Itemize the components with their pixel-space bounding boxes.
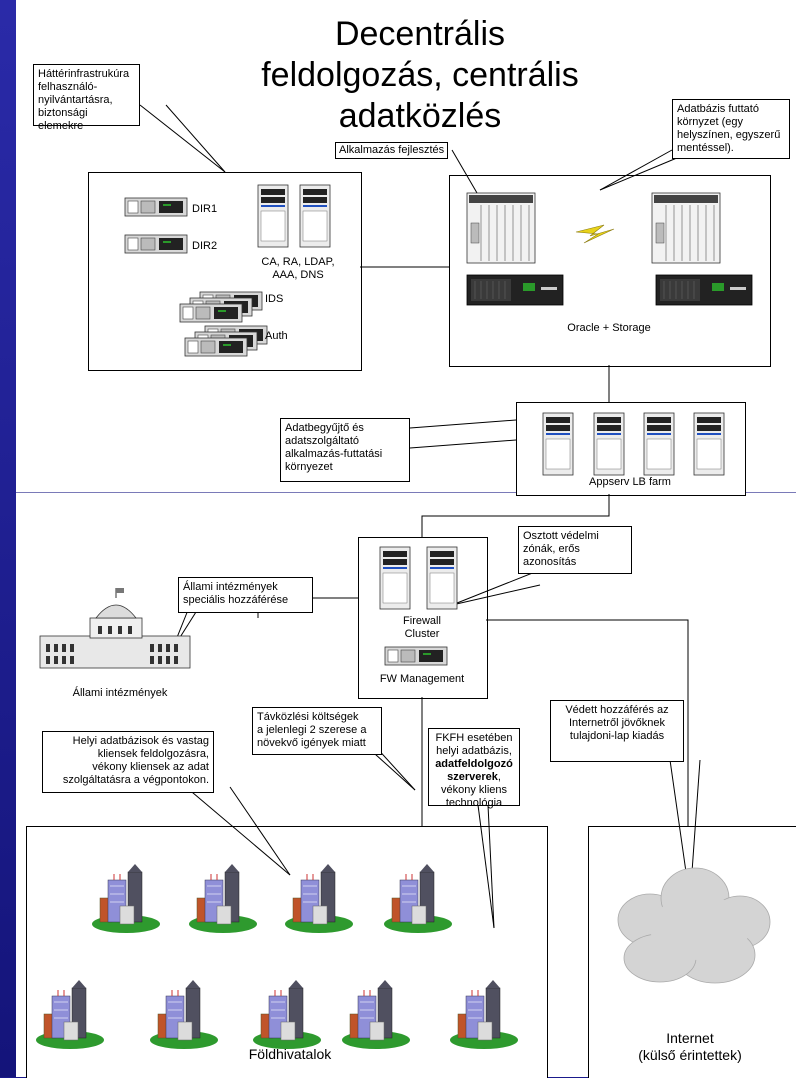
label-dir1: DIR1 <box>192 203 218 215</box>
storage-array-icon-left <box>466 274 564 306</box>
slide-left-band <box>0 0 16 1077</box>
pointer-infra <box>139 104 226 173</box>
firewall-internet-link <box>486 619 689 826</box>
pointer-infra-2 <box>165 104 226 173</box>
note-database-environment: Adatbázis futtató környzet (egy helyszín… <box>672 99 790 159</box>
note-fkfh: FKFH esetében helyi adatbázis, adatfeldo… <box>428 728 520 809</box>
label-ids: IDS <box>265 293 284 305</box>
oracle-rack-icon-left <box>466 192 536 264</box>
land-office-site-icon <box>341 979 411 1050</box>
label-internet: Internet (külső érintettek) <box>638 1030 742 1063</box>
label-oracle-storage: Oracle + Storage <box>567 322 651 334</box>
note-application-development: Alkalmazás fejlesztés <box>335 142 449 159</box>
land-office-site-icon <box>35 979 105 1050</box>
pointer-localdb-2 <box>229 786 291 876</box>
land-office-site-icon <box>188 863 258 934</box>
appserv-server-icon-3 <box>643 412 675 476</box>
label-ca-ra-ldap: CA, RA, LDAP, AAA, DNS <box>261 256 335 281</box>
label-appserv-farm: Appserv LB farm <box>589 476 671 488</box>
label-state-institutions: Állami intézmények <box>72 687 168 699</box>
pointer-collector-2 <box>409 439 517 449</box>
page-title: Decentrális feldolgozás, centrális adatk… <box>210 14 630 137</box>
pointer-distributed-2 <box>451 584 541 606</box>
land-office-site-icon <box>149 979 219 1050</box>
oracle-rack-icon-right <box>651 192 721 264</box>
label-fw-management: FW Management <box>379 673 465 685</box>
title-line-1: Decentrális <box>334 15 506 53</box>
internet-cloud-icon <box>617 867 771 984</box>
ldap-server-icon <box>299 184 331 248</box>
land-office-site-icon <box>91 863 161 934</box>
note-local-databases: Helyi adatbázisok és vastag kliensek fel… <box>42 731 214 793</box>
note-backend-infrastructure: Háttérinfrastrukúra felhasználó- nyilván… <box>33 64 140 132</box>
label-auth: Auth <box>265 330 288 342</box>
state-institution-building-icon <box>39 588 191 669</box>
pointer-fkfh-2 <box>487 804 495 929</box>
note-collector-environment: Adatbegyűjtő és adatszolgáltató alkalmaz… <box>280 418 410 482</box>
note-state-special-access: Állami intézmények speciális hozzáférése <box>178 577 313 613</box>
note-telecom-costs: Távközlési költségek a jelenlegi 2 szere… <box>252 707 382 755</box>
pointer-distributed <box>451 569 541 606</box>
note-distributed-protection: Osztott védelmi zónák, erős azonosítás <box>518 526 632 574</box>
ca-server-icon <box>257 184 289 248</box>
appserv-server-icon-4 <box>693 412 725 476</box>
firewall-server-icon-2 <box>426 546 458 610</box>
label-firewall-cluster: Firewall Cluster <box>403 615 441 640</box>
label-land-offices: Földhivatalok <box>248 1046 332 1062</box>
land-office-site-icon <box>284 863 354 934</box>
pointer-fkfh <box>477 804 495 929</box>
dir1-server-icon <box>124 197 188 217</box>
note-protected-access: Védett hozzáférés az Internetről jövőkne… <box>550 700 684 762</box>
appserv-server-icon-1 <box>542 412 574 476</box>
title-line-3: adatközlés <box>338 97 502 135</box>
appserv-firewall-link <box>421 494 610 537</box>
label-dir2: DIR2 <box>192 240 218 252</box>
land-office-site-icon <box>449 979 519 1050</box>
storage-array-icon-right <box>655 274 753 306</box>
pointer-collector <box>409 419 517 429</box>
land-office-site-icon <box>383 863 453 934</box>
dir2-server-icon <box>124 234 188 254</box>
firewall-server-icon-1 <box>379 546 411 610</box>
fw-management-icon <box>384 646 448 666</box>
pointer-localdb <box>185 786 291 876</box>
pointer-db <box>599 149 673 191</box>
section-divider <box>16 492 796 493</box>
land-office-site-icon <box>252 979 322 1050</box>
title-line-2: feldolgozás, centrális <box>261 56 579 94</box>
lightning-bolt-icon <box>575 224 615 244</box>
appserv-server-icon-2 <box>593 412 625 476</box>
